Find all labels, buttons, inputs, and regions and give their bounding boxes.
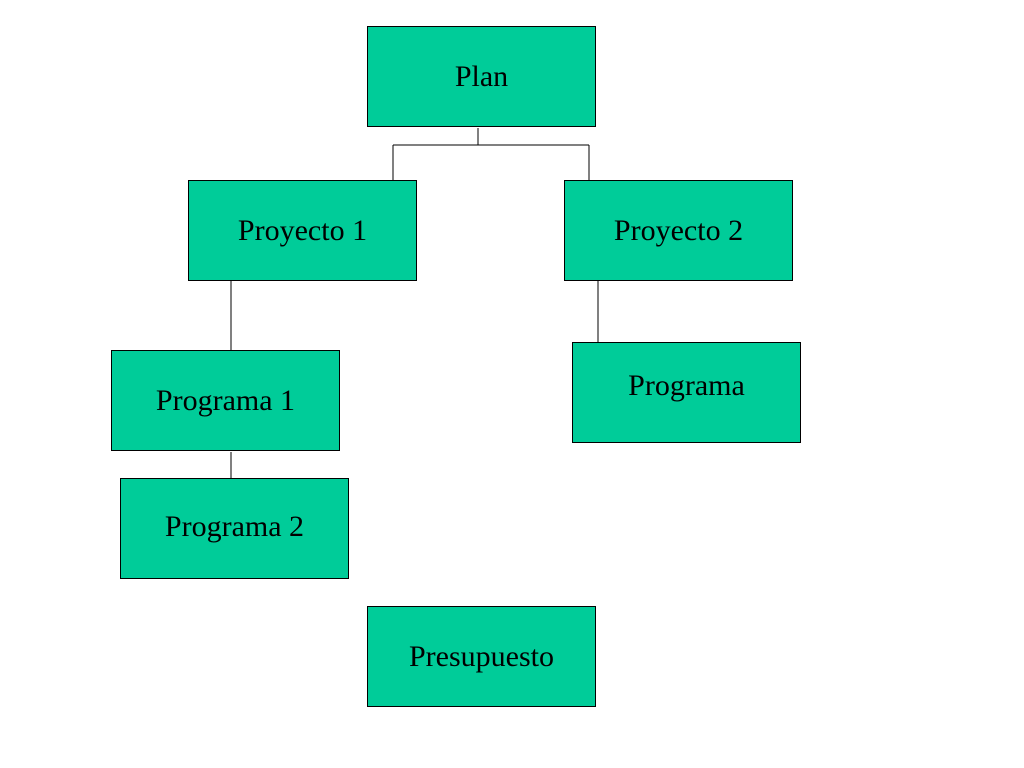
node-plan: Plan — [367, 26, 596, 127]
node-programa-1-label: Programa 1 — [155, 383, 296, 417]
node-proyecto-2-label: Proyecto 2 — [613, 213, 744, 247]
node-proyecto-1-label: Proyecto 1 — [237, 213, 368, 247]
node-programa: Programa — [572, 342, 801, 443]
node-presupuesto: Presupuesto — [367, 606, 596, 707]
node-programa-2: Programa 2 — [120, 478, 349, 579]
node-programa-1: Programa 1 — [111, 350, 340, 451]
node-proyecto-1: Proyecto 1 — [188, 180, 417, 281]
node-proyecto-2: Proyecto 2 — [564, 180, 793, 281]
node-programa-label: Programa — [628, 368, 745, 402]
node-plan-label: Plan — [454, 59, 509, 93]
node-programa-2-label: Programa 2 — [164, 509, 305, 543]
node-presupuesto-label: Presupuesto — [409, 639, 554, 673]
